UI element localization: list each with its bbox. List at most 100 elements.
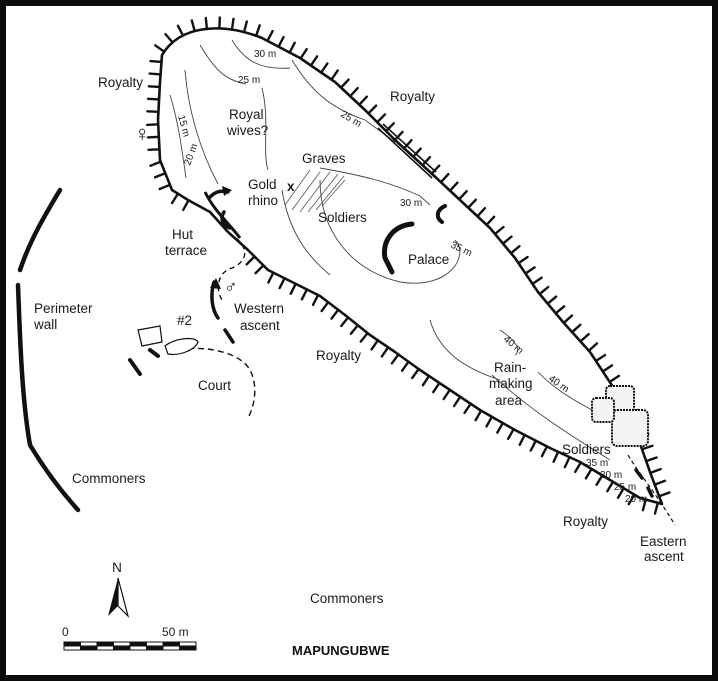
eastern-enclosures bbox=[591, 385, 649, 447]
cliff-hachure bbox=[563, 455, 571, 469]
cliff-hachure bbox=[349, 86, 359, 98]
cliff-hachure bbox=[493, 225, 505, 236]
court-boundary bbox=[177, 347, 256, 419]
cliff-hachure bbox=[148, 72, 162, 76]
contour-25m-north bbox=[291, 59, 396, 143]
cliff-hachure bbox=[594, 353, 607, 363]
arrow-western bbox=[210, 278, 221, 289]
label-site-number: #2 bbox=[177, 313, 192, 328]
cliff-hachure bbox=[311, 293, 320, 307]
label-court: Court bbox=[198, 378, 231, 393]
cliff-hachure bbox=[595, 474, 604, 486]
cliff-hachure bbox=[496, 421, 504, 434]
cliff-hachure bbox=[606, 480, 615, 493]
contour-40m-lower bbox=[537, 371, 601, 416]
cliff-hachure bbox=[288, 41, 296, 54]
label-royal-wives-1: Royal bbox=[229, 107, 264, 122]
cliff-hachure bbox=[616, 487, 625, 499]
cliff-hachure bbox=[266, 29, 274, 43]
cliff-hachure bbox=[653, 479, 667, 486]
cliff-hachure bbox=[509, 244, 521, 255]
contour-east-2 bbox=[429, 319, 501, 381]
cliff-hachure bbox=[645, 456, 658, 463]
cliff-hachure bbox=[349, 324, 359, 335]
north-label: N bbox=[112, 560, 122, 575]
cliff-hachure bbox=[442, 388, 451, 401]
cliff-hachure bbox=[176, 24, 185, 37]
cliff-hachures bbox=[145, 16, 671, 515]
cliff-hachure bbox=[540, 445, 549, 458]
label-royalty-top: Royalty bbox=[390, 89, 435, 104]
contour-label-20m-east: 20 m bbox=[625, 494, 647, 505]
cliff-hachure bbox=[146, 97, 161, 101]
contour-label-30m-top: 30 m bbox=[254, 49, 276, 60]
scale-end-label: 50 m bbox=[162, 625, 189, 639]
label-commoners-bottom: Commoners bbox=[310, 591, 384, 606]
cliff-hachure bbox=[384, 122, 395, 133]
label-perimeter-wall-2: wall bbox=[33, 317, 57, 332]
cliff-hachure bbox=[376, 113, 387, 124]
cliff-hachure bbox=[448, 181, 459, 192]
cliff-hachure bbox=[601, 364, 614, 373]
contour-label-30m-mid: 30 m bbox=[400, 198, 422, 209]
label-hut-terrace-1: Hut bbox=[172, 227, 193, 242]
cliff-hachure bbox=[474, 409, 483, 422]
scale-start-label: 0 bbox=[62, 625, 69, 639]
label-western-ascent-1: Western bbox=[234, 301, 284, 316]
palace-wall bbox=[381, 221, 415, 275]
cliff-hachure bbox=[339, 78, 350, 89]
cliff-hachure bbox=[340, 316, 350, 328]
map-title: MAPUNGUBWE bbox=[292, 643, 390, 658]
male-symbol: ♂ bbox=[224, 277, 238, 297]
cliff-hachure bbox=[485, 415, 494, 428]
label-hut-terrace-2: terrace bbox=[165, 243, 207, 258]
cliff-hachure bbox=[517, 255, 529, 265]
cliff-hachure bbox=[421, 374, 431, 387]
label-perimeter-wall-1: Perimeter bbox=[34, 301, 93, 316]
cliff-hachure bbox=[627, 493, 636, 506]
contour-30m-top bbox=[231, 39, 291, 69]
label-royalty-left: Royalty bbox=[98, 75, 143, 90]
label-eastern-ascent-1: Eastern bbox=[640, 534, 687, 549]
contour-label-25m-east: 25 m bbox=[614, 482, 636, 493]
label-royalty-mid: Royalty bbox=[316, 348, 361, 363]
cliff-hachure bbox=[562, 314, 574, 325]
cliff-hachure bbox=[524, 266, 536, 275]
cliff-hachure bbox=[411, 367, 420, 380]
cliff-hachure bbox=[245, 255, 256, 266]
cliff-hachure bbox=[149, 160, 162, 167]
cliff-hachure bbox=[320, 62, 329, 74]
scale-bar bbox=[63, 641, 197, 651]
contour-inner-west bbox=[281, 189, 331, 276]
contour-35m bbox=[319, 179, 461, 284]
cliff-hachure bbox=[146, 135, 161, 139]
cliff-hachure bbox=[320, 301, 330, 313]
cliff-hachure bbox=[587, 342, 599, 352]
north-arrow: N bbox=[108, 560, 130, 618]
label-royalty-bottom: Royalty bbox=[563, 514, 608, 529]
contour-30m-mid bbox=[319, 167, 431, 206]
cliff-hachure bbox=[649, 467, 662, 475]
cliff-hachure bbox=[421, 155, 432, 167]
label-rain-making-2: making bbox=[489, 376, 533, 391]
cliff-hachure bbox=[476, 206, 487, 218]
eastern-ascent-walls bbox=[634, 468, 654, 498]
cliff-hachure bbox=[608, 374, 621, 384]
graves-hatch bbox=[284, 169, 346, 213]
cliff-hachure bbox=[458, 189, 468, 201]
cliff-hachure bbox=[158, 183, 172, 191]
cliff-hachure bbox=[330, 308, 340, 320]
label-rain-making-1: Rain- bbox=[494, 360, 526, 375]
cliff-hachure bbox=[147, 85, 161, 89]
cliff-hachure bbox=[359, 331, 369, 343]
contour-label-35m-east: 35 m bbox=[586, 458, 608, 469]
cliff-hachure bbox=[485, 215, 496, 227]
cliff-hachure bbox=[653, 501, 659, 515]
cliff-hachure bbox=[300, 288, 309, 301]
eastern-ascent-path bbox=[627, 454, 676, 526]
cliff-hachure bbox=[367, 104, 378, 115]
cliff-hachure bbox=[278, 277, 286, 290]
cliff-hachure bbox=[277, 35, 285, 48]
